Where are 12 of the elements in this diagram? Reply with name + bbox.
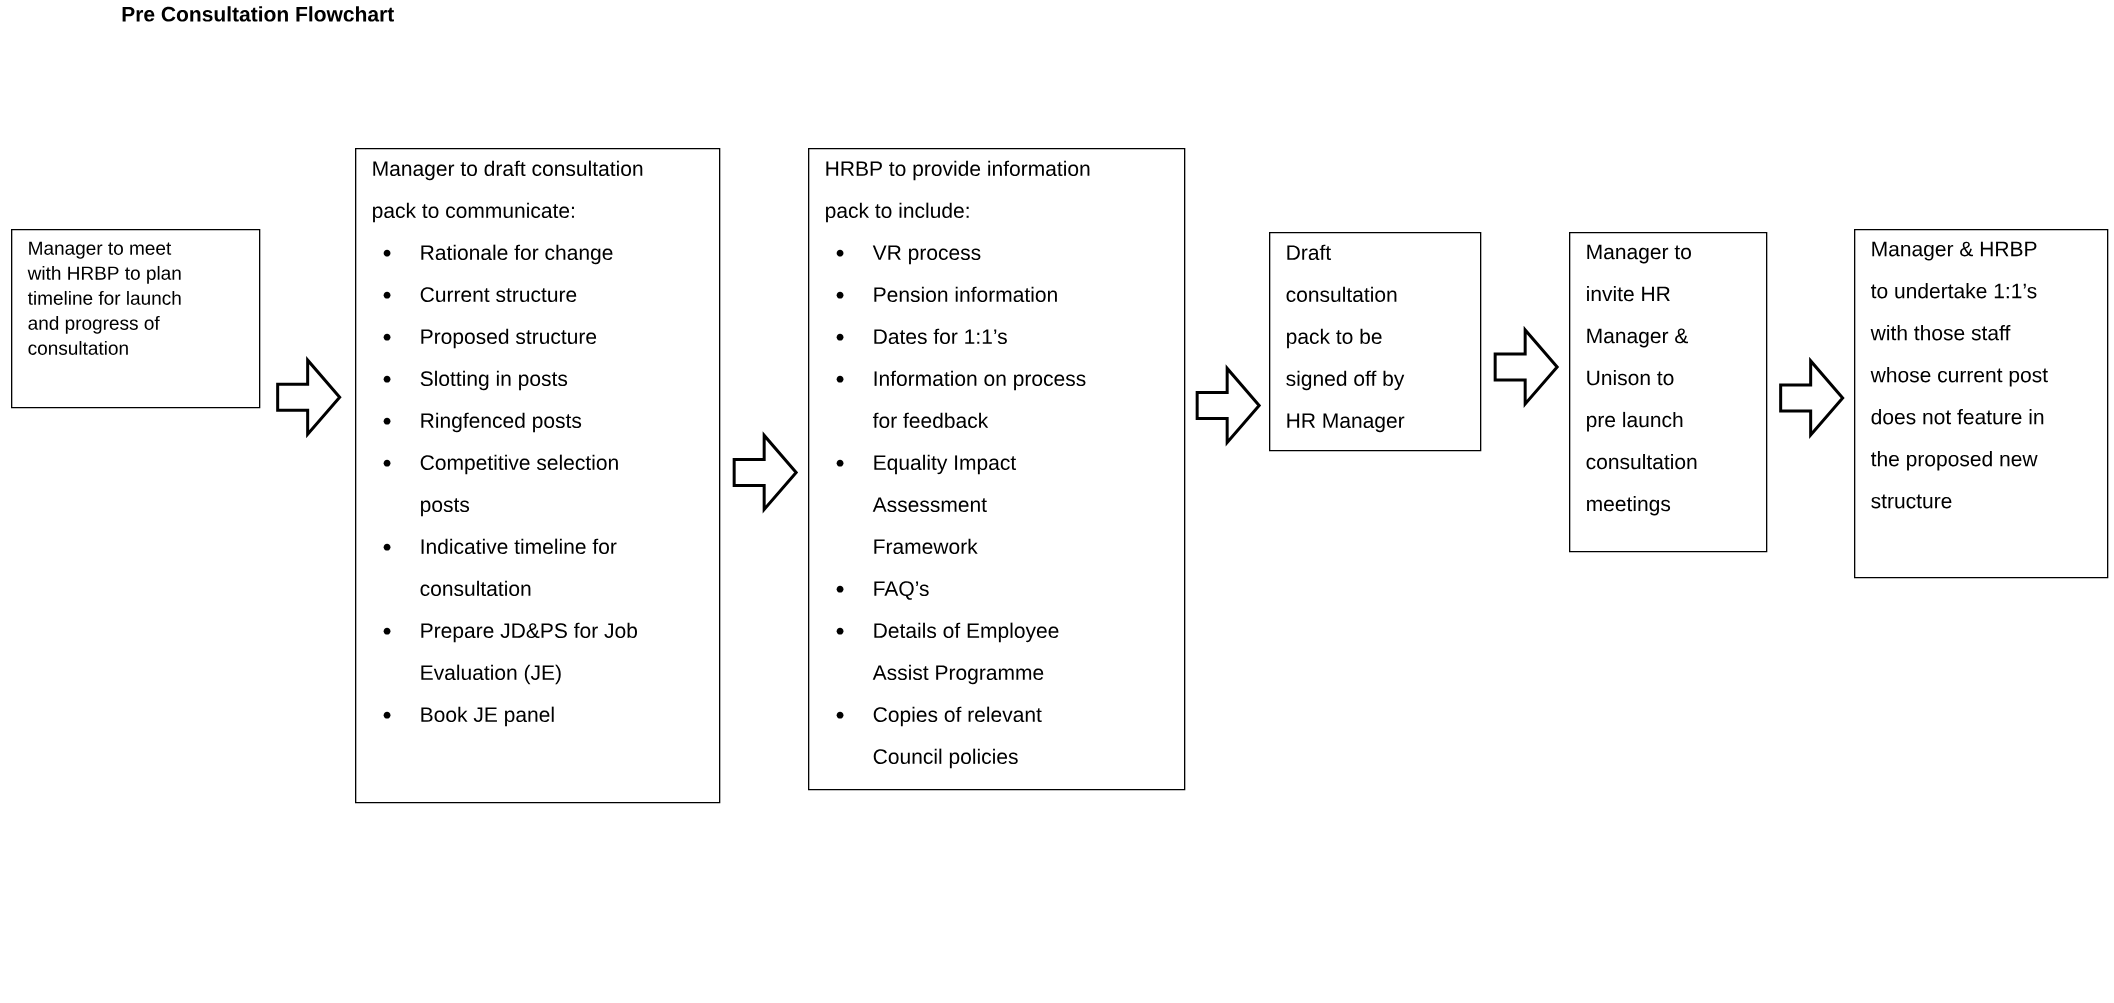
block-arrow	[276, 356, 342, 439]
process-box: Manager to meet with HRBP to plan timeline for launch and progress of consultation	[11, 229, 261, 409]
title: Pre Consultation Flowchart	[122, 6, 394, 22]
process-box: Manager to draft consultation pack to communicate: Rationale for change Current structure Proposed structure Slotting in posts Ringfenced posts Competitive selection posts Indicative timeline for consultation Prepare JD&PS for Job Evaluation (JE) Book JE panel	[355, 148, 721, 804]
block-arrow	[1493, 325, 1560, 408]
process-box: Manager to invite HR Manager & Unison to pre launch consultation meetings	[1569, 232, 1768, 553]
block-arrow	[732, 431, 799, 514]
process-box: Draft consultation pack to be signed off by HR Manager	[1269, 232, 1482, 452]
block-arrow	[1195, 364, 1262, 447]
process-box: HRBP to provide information pack to include: VR process Pension information Dates for 1:1’s Information on process for feedback Equality Impact Assessment Framework FAQ’s Details of Employee Assist Programme Copies of relevant Council policies	[808, 148, 1186, 791]
process-box: Manager & HRBP to undertake 1:1’s with those staff whose current post does not feature in the proposed new structure	[1854, 229, 2109, 579]
block-arrow	[1779, 356, 1845, 439]
